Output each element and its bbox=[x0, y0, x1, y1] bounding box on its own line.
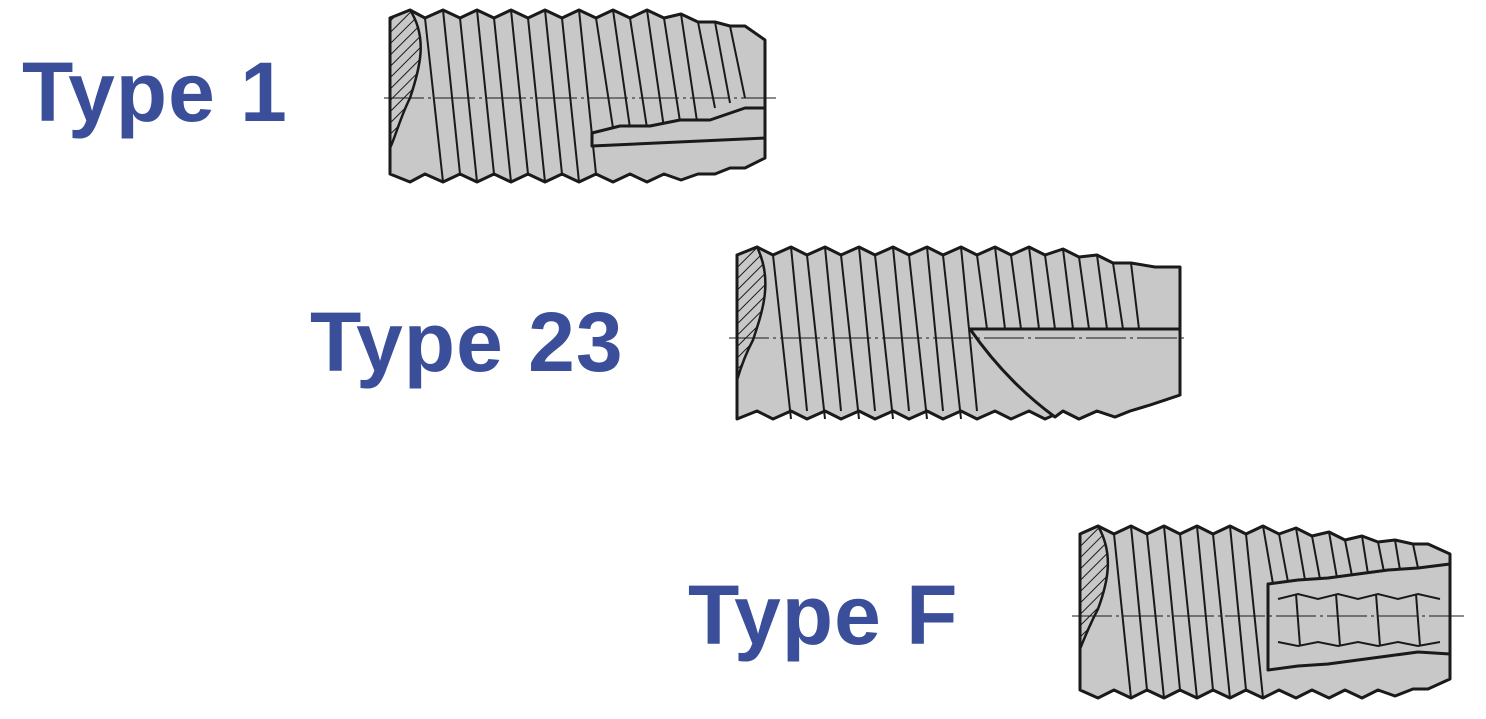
type-1-label: Type 1 bbox=[22, 45, 288, 139]
type-1-insert-drawing bbox=[384, 8, 776, 184]
type-23-insert-drawing bbox=[729, 245, 1187, 421]
type-1-body bbox=[384, 8, 776, 184]
type-f-insert-drawing bbox=[1072, 524, 1464, 700]
type-f-label: Type F bbox=[688, 568, 959, 662]
type-23-body bbox=[729, 245, 1187, 421]
type-23-label: Type 23 bbox=[310, 295, 624, 389]
type-f-body bbox=[1072, 524, 1464, 700]
